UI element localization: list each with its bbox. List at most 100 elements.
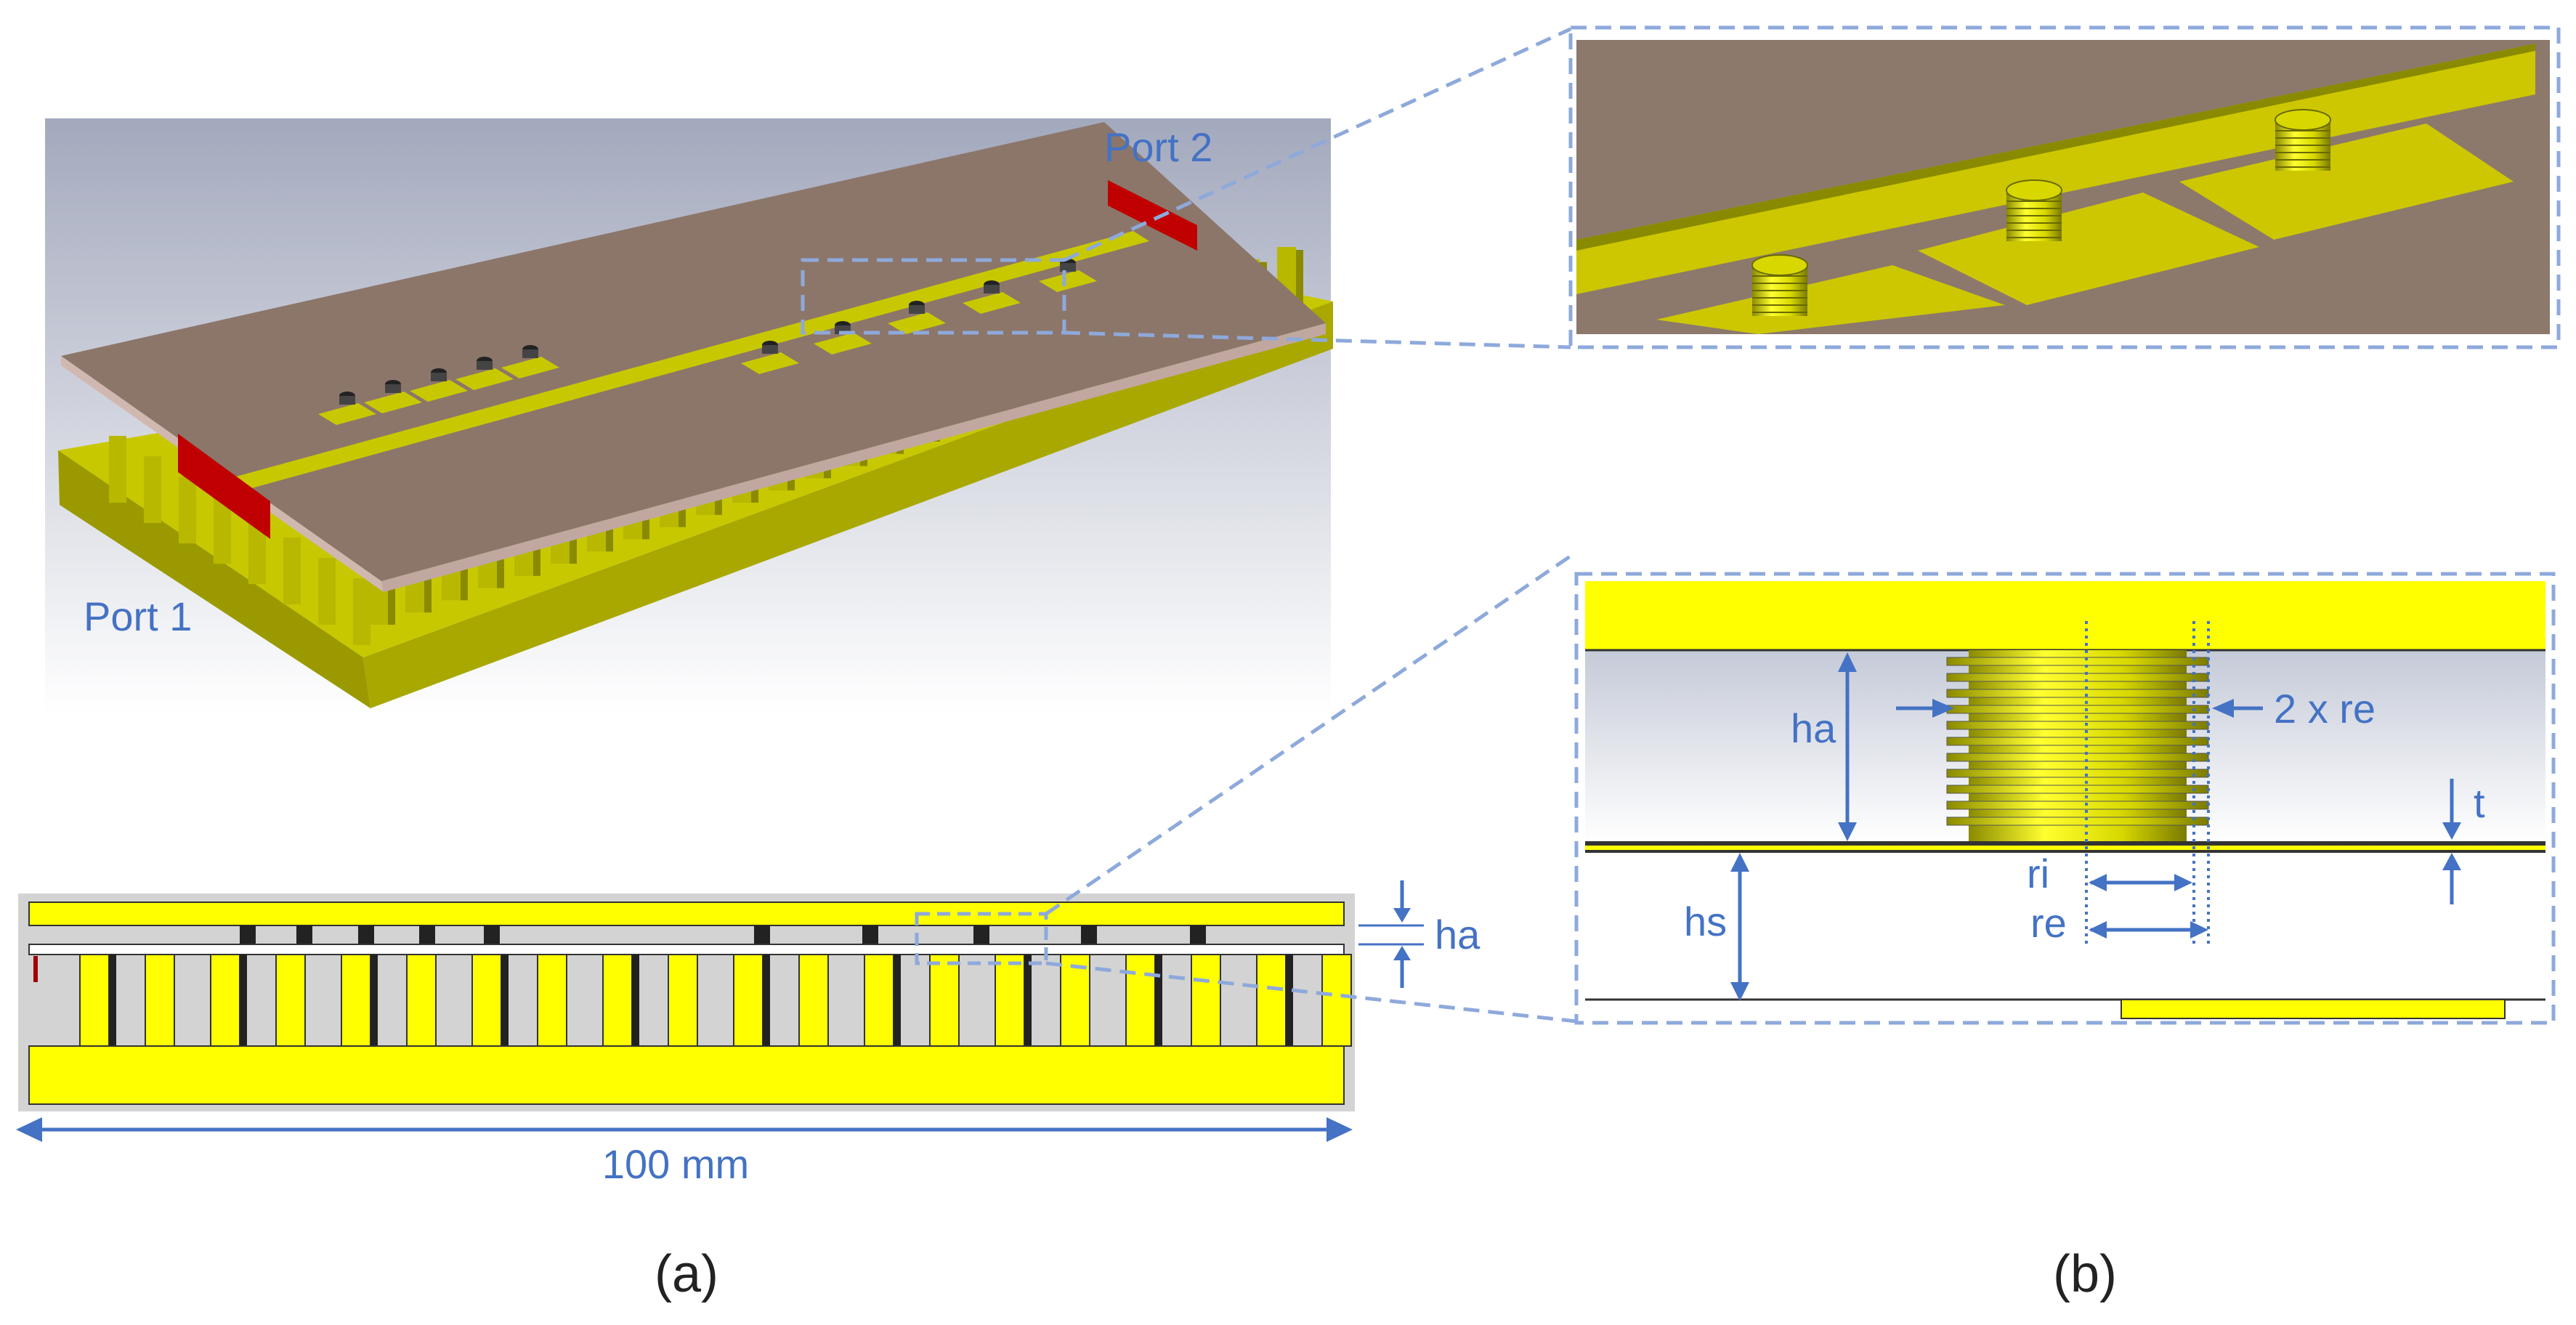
caption-a: (a) (655, 1245, 718, 1303)
ri-arrow-left (2089, 874, 2107, 891)
post-fin (1946, 705, 2209, 714)
ha-dim-arrow-bottom (1838, 822, 1857, 841)
zoom-box-side (915, 912, 1048, 965)
two-re-arrow-left (1932, 699, 1954, 718)
pillar-side (1125, 954, 1156, 1047)
patch (410, 380, 468, 402)
pillar-shadow (1024, 955, 1032, 1046)
ha-arrowhead-bottom (1393, 946, 1411, 960)
pillar-shadow (501, 955, 509, 1046)
post-body (984, 285, 1000, 293)
post-fin (1946, 801, 2209, 810)
caption-b: (b) (2053, 1245, 2117, 1303)
post-fin (1946, 785, 2209, 794)
stud (1190, 925, 1206, 944)
pillar-side (733, 954, 764, 1047)
patch (455, 368, 514, 390)
pillar-side (929, 954, 960, 1047)
ri-arrow-right (2174, 874, 2192, 891)
top-board-metal (28, 901, 1345, 926)
patch (741, 352, 799, 374)
zoom-patch-1 (1656, 265, 2005, 334)
layer-line-1 (1585, 841, 2545, 846)
port-2-marker (1108, 180, 1197, 251)
patch (364, 392, 422, 413)
patch (963, 292, 1021, 314)
connector-top-2 (1064, 331, 1571, 349)
two-re-label: 2 x re (2274, 686, 2375, 732)
re-arrow-right (2190, 921, 2208, 939)
zoom-patch-3 (2179, 123, 2514, 240)
pillar (144, 456, 161, 523)
pillar-side (210, 954, 240, 1047)
pillar-side (145, 954, 175, 1047)
pillar (179, 477, 196, 543)
pillar-side (602, 954, 633, 1047)
zoom-post-cap (1751, 254, 1808, 276)
post-body (339, 396, 355, 405)
iso-view: Port 1 Port 2 (45, 118, 1333, 714)
patch (1039, 270, 1097, 292)
cross-section-panel: ha 2 x re t hs ri re (1574, 572, 2556, 1025)
t-arrowhead-top (2442, 822, 2461, 840)
board-edge-front (381, 323, 1326, 592)
pillar-side (341, 954, 371, 1047)
width-label: 100 mm (602, 1141, 749, 1187)
corrugated-post (1946, 650, 2209, 841)
re-arrow-left (2089, 921, 2107, 939)
post-body (909, 305, 925, 314)
patch-array (318, 259, 1097, 425)
width-arrow-right (1327, 1117, 1353, 1142)
zoom-top-panel (1568, 25, 2561, 349)
ha-label: ha (1791, 705, 1836, 751)
pillar-side (668, 954, 698, 1047)
pillar-side (471, 954, 502, 1047)
post-body (1060, 263, 1076, 272)
ri-label: ri (2027, 851, 2049, 896)
pillar-shadow (894, 955, 901, 1046)
connector-side-1 (1045, 550, 1578, 916)
post-body (762, 345, 778, 354)
stud (240, 925, 256, 944)
port-2-label: Port 2 (1104, 124, 1212, 170)
post-fin (1946, 657, 2209, 666)
zoom-post-cap (2006, 179, 2062, 201)
zoom-feed-edge (1576, 44, 2535, 251)
pillar-side (537, 954, 567, 1047)
ground-plate-left (58, 450, 370, 708)
pillar-side (275, 954, 306, 1047)
port-1-label: Port 1 (84, 593, 192, 639)
post-body (477, 361, 493, 370)
post-fin (1946, 769, 2209, 778)
pillar-shadow (370, 955, 378, 1046)
ground-plate-front (363, 301, 1333, 708)
pillar-shadow (632, 955, 639, 1046)
pillar-side (1321, 954, 1352, 1047)
stud (754, 925, 770, 944)
two-re-arrow-right (2212, 699, 2234, 718)
post-fin (1946, 737, 2209, 746)
top-metal (1585, 581, 2545, 650)
ha-arrowhead-top (1393, 908, 1411, 923)
pillar-shadow (109, 955, 116, 1046)
post-body (431, 373, 447, 381)
ground-pillar-top (2121, 999, 2506, 1019)
ha-side-label: ha (1435, 912, 1481, 957)
pillar-shadow (763, 955, 770, 1046)
pillar-side (1256, 954, 1287, 1047)
pillar-side (1060, 954, 1090, 1047)
stud (1081, 925, 1097, 944)
side-view: ha 100 mm (16, 880, 1481, 1187)
stud (358, 925, 374, 944)
post-fin (1946, 753, 2209, 762)
zoom-feed-line (1576, 44, 2535, 294)
t-label: t (2474, 780, 2485, 826)
t-arrowhead-bottom (2442, 853, 2461, 870)
width-arrow-left (16, 1117, 42, 1142)
zoom-patch-2 (1918, 193, 2259, 305)
pillar-side (79, 954, 110, 1047)
zoom-box-top (801, 258, 1066, 335)
pillar-shade (388, 555, 395, 625)
